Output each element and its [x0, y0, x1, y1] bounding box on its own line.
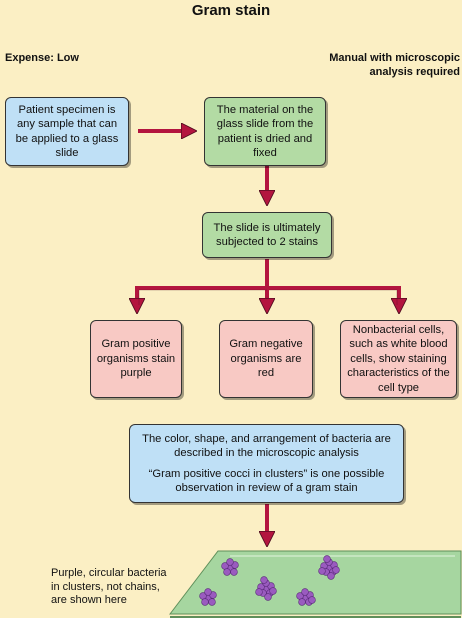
box-gram-positive-text: Gram positive organisms stain purple [96, 338, 176, 380]
bacterium-coccus [201, 598, 209, 606]
bacterium-coccus [260, 576, 268, 584]
box-specimen: Patient specimen is any sample that can … [5, 97, 129, 166]
bacterium-coccus [327, 572, 335, 580]
bacterium-coccus [323, 555, 331, 563]
analysis-text-2: “Gram positive cocci in clusters” is one… [148, 467, 385, 495]
box-gram-negative: Gram negative organisms are red [219, 320, 313, 398]
analysis-text-1: The color, shape, and arrangement of bac… [142, 432, 391, 460]
slide-caption-line-3: are shown here [51, 594, 127, 606]
bacterium-coccus [226, 558, 234, 566]
bacterium-coccus [208, 598, 216, 606]
bacterium-coccus [308, 596, 316, 604]
slide-caption: Purple, circular bacteria in clusters, n… [51, 567, 167, 608]
box-two-stains: The slide is ultimately subjected to 2 s… [202, 212, 332, 258]
box-gram-positive: Gram positive organisms stain purple [90, 320, 182, 398]
expense-note: Expense: Low [5, 52, 79, 64]
bacterium-coccus [204, 588, 212, 596]
box-dried-fixed: The material on the glass slide from the… [204, 97, 326, 166]
box-dried-fixed-text: The material on the glass slide from the… [216, 103, 314, 160]
slide-caption-line-2: in clusters, not chains, [51, 580, 160, 593]
analysis-note-line-1: Manual with microscopic [329, 52, 460, 64]
bacterium-coccus [318, 567, 326, 575]
arrow-branch-right [267, 286, 399, 307]
arrow-branch-left [137, 286, 267, 307]
bacteria-clusters [199, 555, 340, 606]
box-gram-negative-text: Gram negative organisms are red [229, 338, 303, 380]
box-nonbacterial-text: Nonbacterial cells, such as white blood … [347, 323, 450, 394]
glass-slide [168, 550, 462, 615]
bacterium-coccus [223, 568, 231, 576]
bacterium-coccus [332, 566, 340, 574]
bacterium-coccus [264, 593, 272, 601]
box-nonbacterial: Nonbacterial cells, such as white blood … [340, 320, 457, 398]
box-specimen-text: Patient specimen is any sample that can … [15, 103, 119, 160]
analysis-note-line-2: analysis required [369, 66, 461, 78]
bacterium-coccus [255, 588, 263, 596]
box-two-stains-text: The slide is ultimately subjected to 2 s… [213, 221, 321, 249]
bacterium-coccus [301, 588, 309, 596]
bacterium-coccus [298, 598, 306, 606]
analysis-note: Manual with microscopic analysis require… [300, 51, 460, 79]
diagram-title: Gram stain [191, 2, 271, 19]
box-microscopic-analysis: The color, shape, and arrangement of bac… [129, 424, 404, 503]
bacterium-coccus [269, 587, 277, 595]
bacterium-coccus [230, 568, 238, 576]
slide-caption-line-1: Purple, circular bacteria [51, 567, 167, 579]
